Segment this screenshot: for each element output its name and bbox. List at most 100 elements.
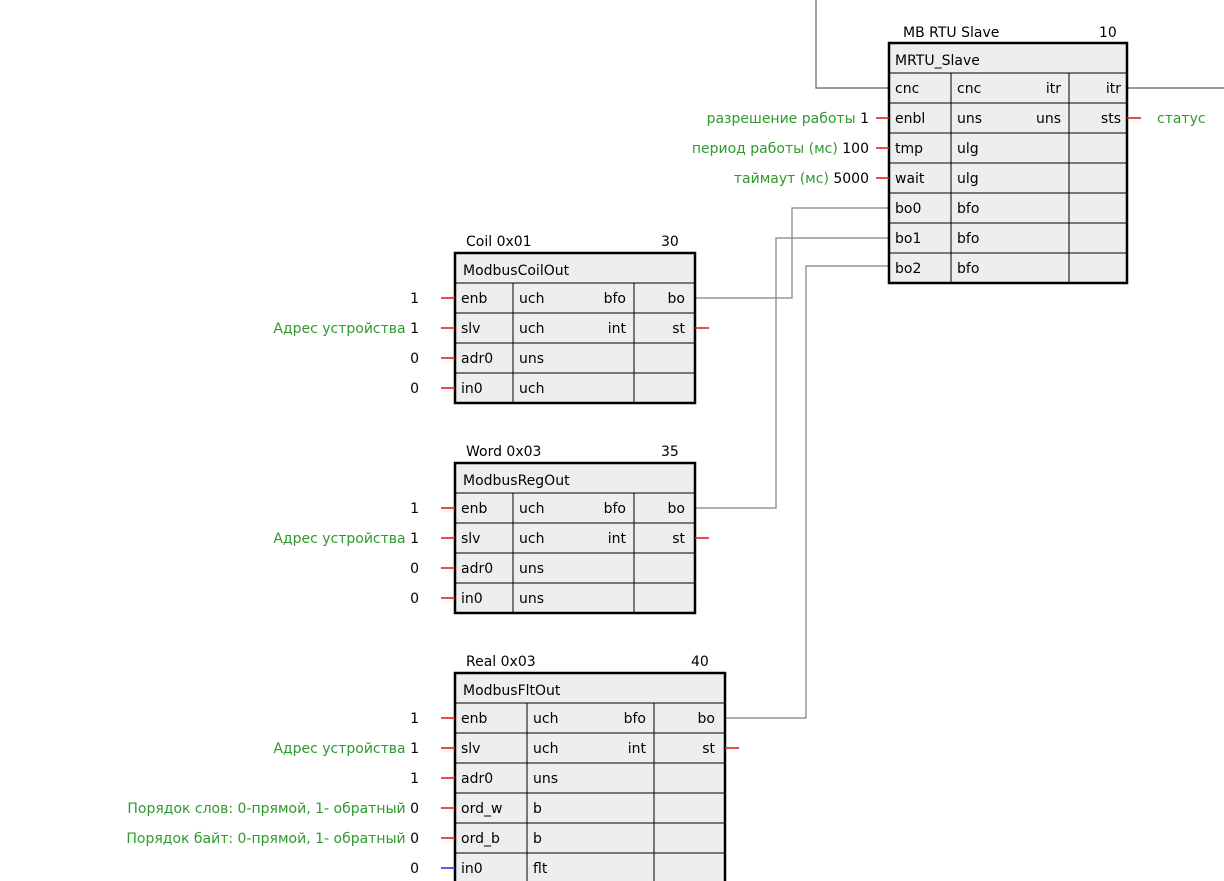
- type-label: uch: [519, 501, 544, 517]
- input-label: Порядок байт: 0-прямой, 1- обратный: [126, 831, 410, 847]
- input-value: 1: [410, 531, 419, 547]
- type-label: flt: [533, 861, 548, 877]
- type-label: uch: [519, 381, 544, 397]
- input-constant: 1: [410, 501, 419, 517]
- type-label: bfo: [957, 201, 979, 217]
- input-value: 0: [410, 801, 419, 817]
- pin-adr0: adr0: [461, 771, 493, 787]
- input-value: 5000: [833, 171, 869, 187]
- pin-enb: enb: [461, 501, 487, 517]
- pin-wait: wait: [895, 171, 925, 187]
- type-label: bfo: [957, 261, 979, 277]
- input-value: 1: [410, 291, 419, 307]
- pin-bo1: bo1: [895, 231, 921, 247]
- wires: [695, 0, 1224, 719]
- type-label: bfo: [604, 501, 626, 517]
- pin-slv: slv: [461, 531, 480, 547]
- input-value: 1: [410, 321, 419, 337]
- input-constant: Порядок слов: 0-прямой, 1- обратный 0: [127, 801, 419, 817]
- block-number: 40: [691, 654, 709, 670]
- input-value: 0: [410, 561, 419, 577]
- type-label: b: [533, 831, 542, 847]
- type-label: int: [608, 321, 627, 337]
- pin-ord_b: ord_b: [461, 831, 500, 847]
- input-value: 1: [860, 111, 869, 127]
- type-label: int: [628, 741, 647, 757]
- input-label: период работы (мс): [692, 141, 838, 157]
- pin-tmp: tmp: [895, 141, 923, 157]
- input-wait: таймаут (мс) 5000: [734, 171, 869, 187]
- type-label: uns: [1036, 111, 1061, 127]
- pin-adr0: adr0: [461, 351, 493, 367]
- type-label: uch: [533, 711, 558, 727]
- input-value: 1: [410, 711, 419, 727]
- pin-in0: in0: [461, 591, 483, 607]
- type-label: ulg: [957, 171, 979, 187]
- type-label: itr: [1046, 81, 1061, 97]
- input-value: 100: [842, 141, 869, 157]
- block-type: MRTU_Slave: [895, 53, 980, 69]
- pin-st: st: [672, 321, 685, 337]
- block-body: [453, 461, 697, 615]
- input-label: Адрес устройства: [273, 741, 410, 757]
- input-value: 1: [410, 501, 419, 517]
- pin-bo: bo: [668, 291, 685, 307]
- pin-adr0: adr0: [461, 561, 493, 577]
- block-body: [453, 251, 697, 405]
- pin-st: st: [702, 741, 715, 757]
- input-value: 0: [410, 861, 419, 877]
- pin-sts: sts: [1101, 111, 1121, 127]
- type-label: ulg: [957, 141, 979, 157]
- type-label: uns: [519, 591, 544, 607]
- pin-bo: bo: [698, 711, 715, 727]
- pin-cnc: cnc: [895, 81, 919, 97]
- input-value: 0: [410, 351, 419, 367]
- block-number: 35: [661, 444, 679, 460]
- pin-in0: in0: [461, 381, 483, 397]
- wire-real-bo-to-bo2[interactable]: [725, 265, 889, 719]
- type-label: int: [608, 531, 627, 547]
- pin-enbl: enbl: [895, 111, 925, 127]
- wire-cnc[interactable]: [815, 0, 889, 89]
- input-label: таймаут (мс): [734, 171, 829, 187]
- pin-in0: in0: [461, 861, 483, 877]
- type-label: uns: [533, 771, 558, 787]
- wire-word-bo-to-bo1[interactable]: [695, 237, 889, 509]
- type-label: uns: [519, 351, 544, 367]
- pin-ord_w: ord_w: [461, 801, 502, 817]
- type-label: bfo: [624, 711, 646, 727]
- input-constant: 0: [410, 861, 419, 877]
- input-constant: 1: [410, 291, 419, 307]
- input-constant: 1: [410, 711, 419, 727]
- block-caption: Real 0x03: [466, 654, 536, 670]
- pin-bo2: bo2: [895, 261, 921, 277]
- block-body: [453, 671, 727, 881]
- input-label: Порядок слов: 0-прямой, 1- обратный: [127, 801, 410, 817]
- input-constant: Адрес устройства 1: [273, 321, 419, 337]
- wire-coil-bo-to-bo0[interactable]: [695, 207, 889, 299]
- pin-slv: slv: [461, 321, 480, 337]
- input-value: 1: [410, 741, 419, 757]
- input-enbl: разрешение работы 1: [707, 111, 869, 127]
- type-label: uch: [533, 741, 558, 757]
- input-label: Адрес устройства: [273, 531, 410, 547]
- input-value: 0: [410, 381, 419, 397]
- input-constant: 1: [410, 771, 419, 787]
- pin-bo0: bo0: [895, 201, 921, 217]
- input-value: 0: [410, 831, 419, 847]
- pin-bo: bo: [668, 501, 685, 517]
- type-label: b: [533, 801, 542, 817]
- pin-st: st: [672, 531, 685, 547]
- block-type: ModbusRegOut: [463, 473, 570, 489]
- type-label: uns: [519, 561, 544, 577]
- input-constant: 0: [410, 381, 419, 397]
- block-type: ModbusFltOut: [463, 683, 561, 699]
